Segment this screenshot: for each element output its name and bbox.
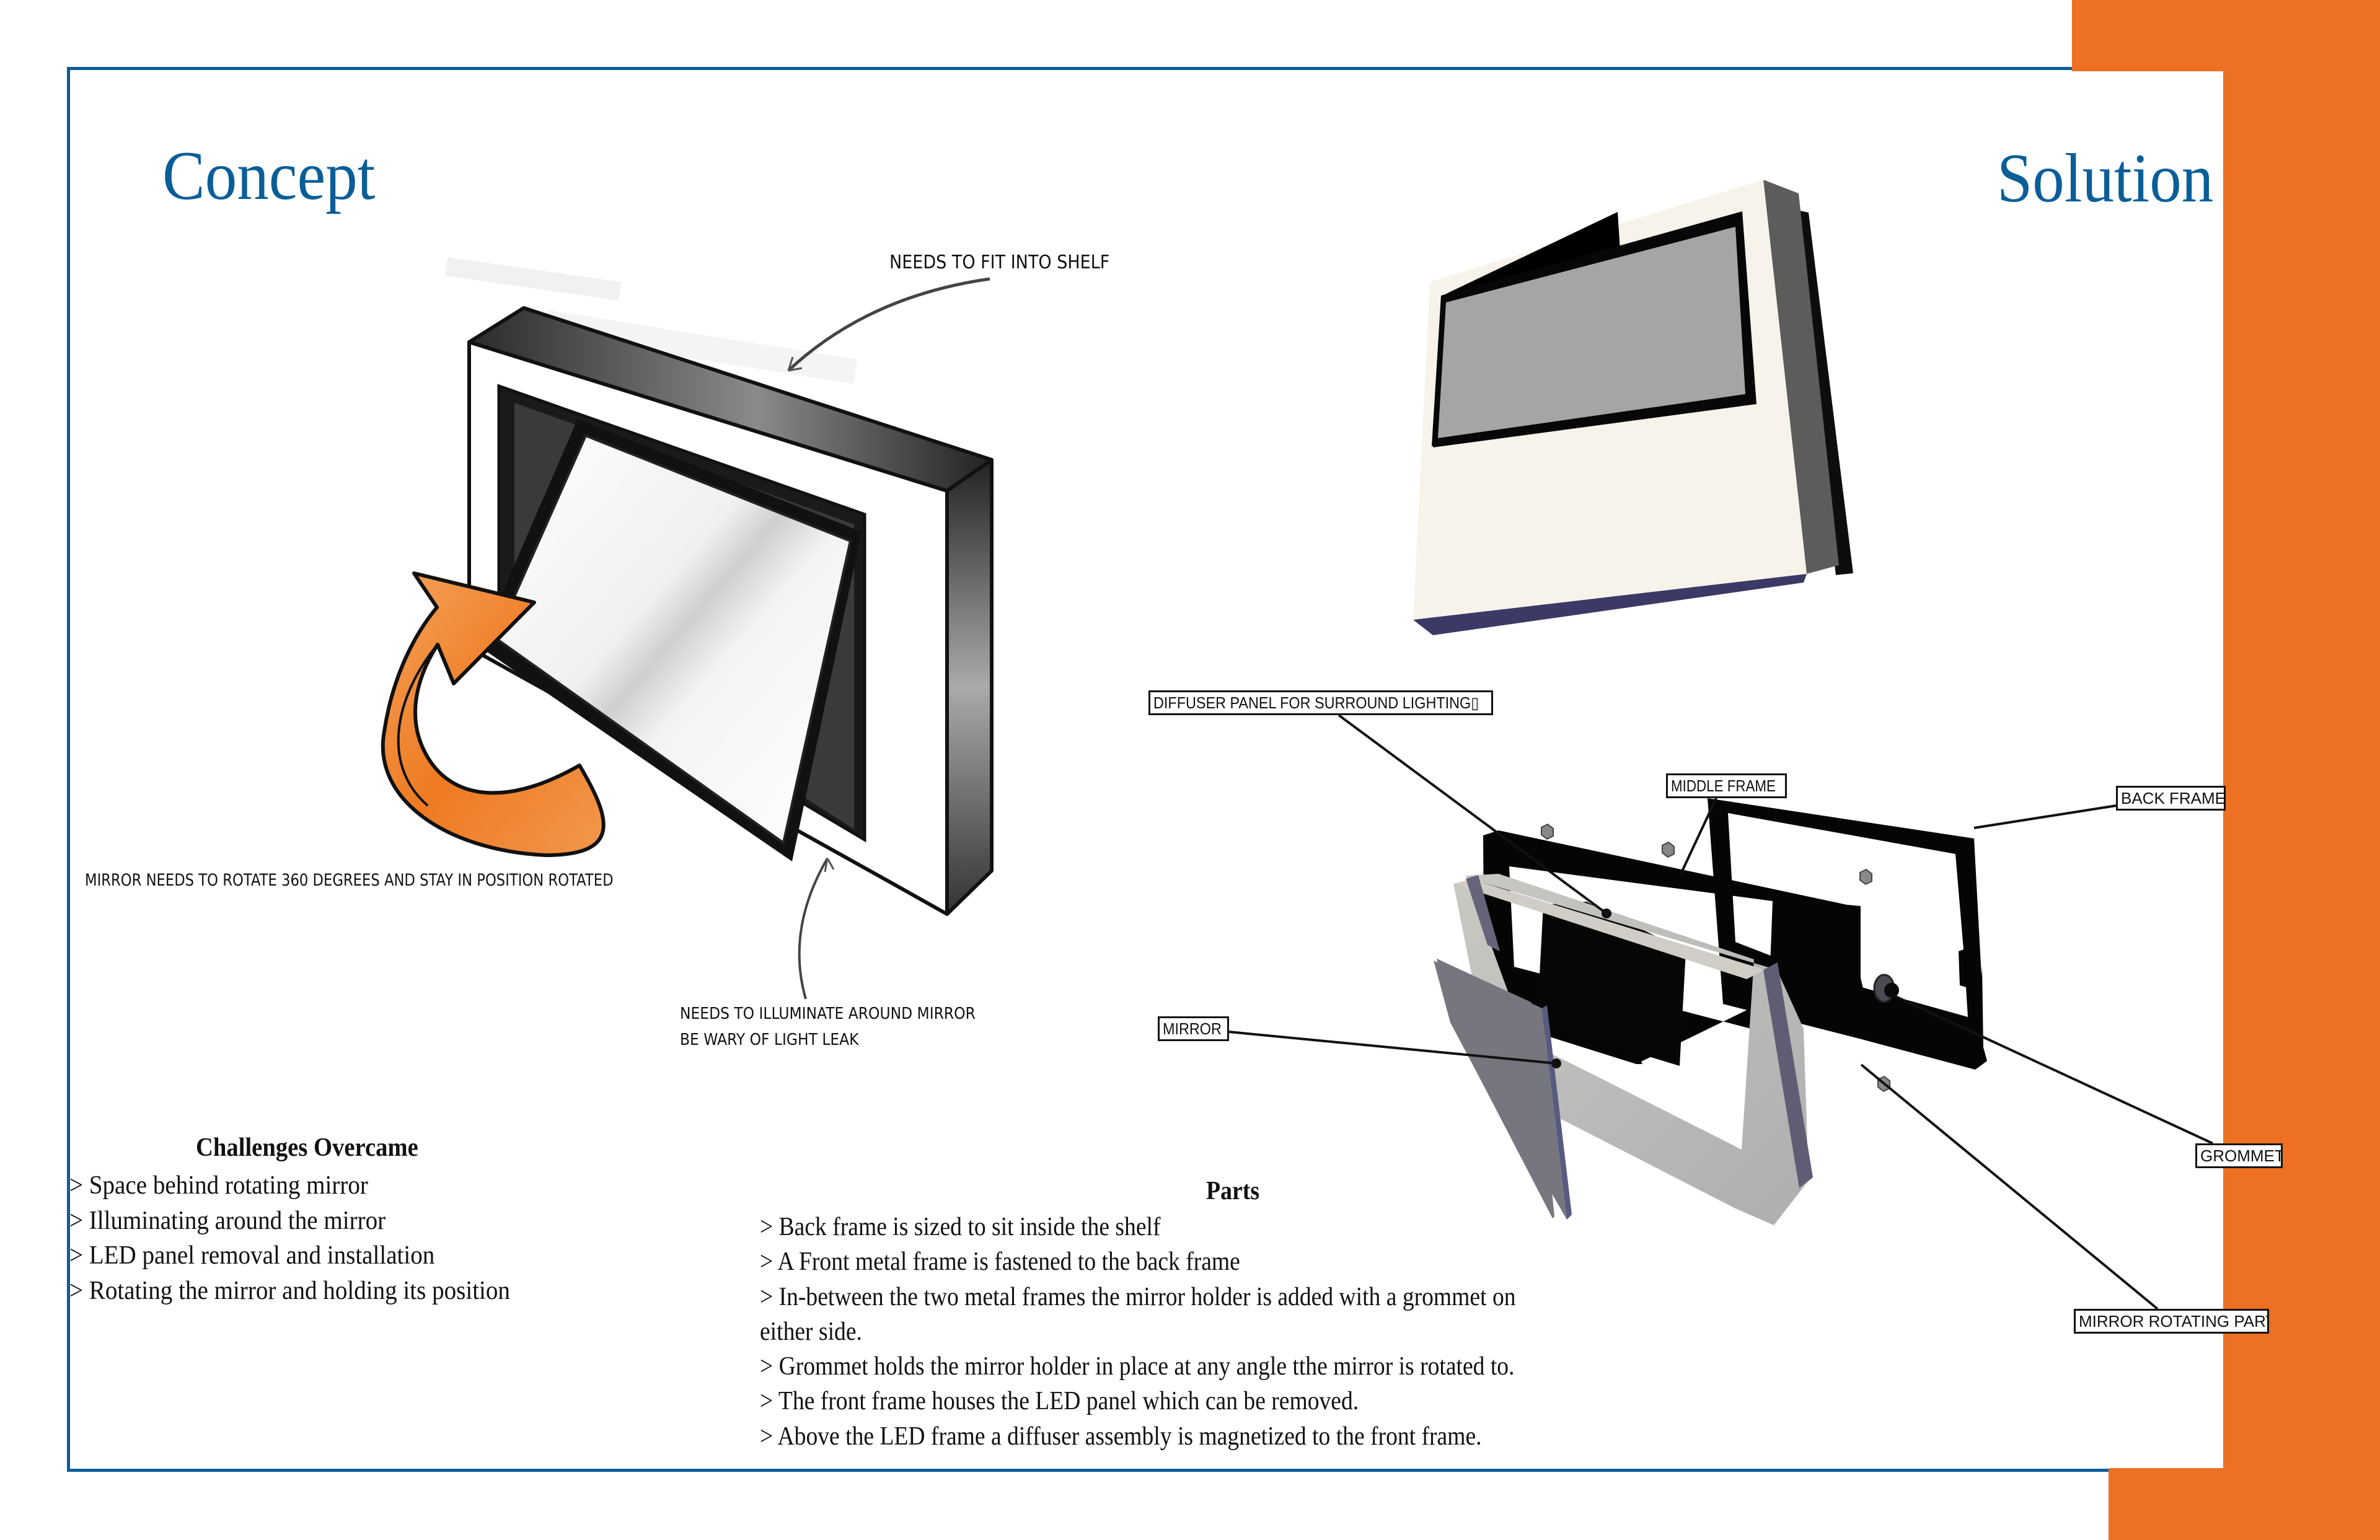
callout-grommet: GROMMET [2195,1143,2283,1168]
list-item: > Illuminating around the mirror [69,1206,386,1235]
front-frame-side [1763,962,1813,1188]
list-item: > In-between the two metal frames the mi… [760,1282,1516,1311]
callout-diffuser-panel: DIFFUSER PANEL FOR SURROUND LIGHTING▯ [1148,690,1493,715]
render-bottom-edge [1413,574,1807,635]
page-border [67,67,2223,1472]
mirror-panel-edge [1542,1005,1572,1220]
back-frame-leader [1973,804,2117,829]
leader-lines [1228,714,2213,1310]
callout-middle-frame: MIDDLE FRAME [1666,773,1787,798]
sketch-shading [444,257,622,301]
nut-icon [1662,841,1675,858]
grommet-leader [1891,993,2213,1145]
diffuser-leader [1338,714,1608,915]
callout-back-frame: BACK FRAME▯ [2116,786,2226,811]
callout-label: MIRROR ROTATING PART [2079,1311,2269,1331]
annotation-illuminate: NEEDS TO ILLUMINATE AROUND MIRROR [680,1005,976,1023]
front-frame-top [1453,879,1765,979]
shelf-leader-arrow [787,356,803,372]
rotating-part-leader [1860,1063,2159,1310]
orange-accent-sidebar [2223,0,2380,1540]
shelf-leader-line [787,277,990,372]
grommet-knob [1884,983,1899,998]
mirror-panel-front [1437,959,1567,1220]
callout-label: DIFFUSER PANEL FOR SURROUND LIGHTING▯ [1153,693,1479,712]
annotation-rotate: MIRROR NEEDS TO ROTATE 360 DEGREES AND S… [85,871,614,890]
nut-icon [1859,868,1872,886]
callout-label: GROMMET [2200,1146,2283,1165]
illuminate-leader-line [798,857,829,1000]
list-item: > Rotating the mirror and holding its po… [69,1276,510,1305]
mirror-leader [1228,1031,1557,1065]
challenges-list: > Space behind rotating mirror > Illumin… [69,1168,543,1308]
border-cut-top [2072,66,2223,71]
mirror-frame-sketch [444,257,994,1000]
list-item: > Above the LED frame a diffuser assembl… [760,1422,1482,1451]
list-item: > A Front metal frame is fastened to the… [760,1247,1240,1277]
annotation-light-leak: BE WARY OF LIGHT LEAK [680,1031,859,1049]
front-frame-inner-side [1466,875,1500,951]
mirror-surface [494,434,852,845]
concept-title: Concept [162,138,376,214]
frame-side-edge [945,458,994,916]
render-screen [1433,211,1756,447]
nut-icon [1541,823,1554,840]
callout-mirror: MIRROR [1158,1016,1229,1041]
annotation-fit-shelf: NEEDS TO FIT INTO SHELF [889,252,1110,273]
mirror-leader-dot [1551,1058,1561,1068]
render-side [1763,180,1839,574]
callout-label: BACK FRAME▯ [2121,788,2226,807]
parts-list: > Back frame is sized to sit inside the … [760,1210,1605,1454]
middle-frame-leader [1680,798,1717,874]
list-item: > Grommet holds the mirror holder in pla… [760,1352,1515,1381]
border-cut-bottom [2109,1468,2223,1473]
illuminate-leader-arrow [824,858,835,873]
list-item: > The front frame houses the LED panel w… [760,1387,1359,1416]
callout-label: MIDDLE FRAME [1671,776,1776,795]
callout-mirror-rotating-part: MIRROR ROTATING PART [2074,1309,2269,1334]
challenges-heading: Challenges Overcame [196,1133,418,1162]
list-item: > Space behind rotating mirror [69,1171,368,1200]
solution-title: Solution [1997,140,2214,217]
render-screen-glass [1438,227,1745,438]
list-item: either side. [760,1317,862,1346]
list-item: > Back frame is sized to sit inside the … [760,1213,1161,1241]
rotate-arrow-icon [381,571,606,857]
callout-label: MIRROR [1163,1019,1222,1038]
diffuser-leader-dot [1602,909,1611,918]
parts-heading: Parts [1206,1177,1260,1205]
orange-accent-bottom [2109,1470,2380,1540]
list-item: > LED panel removal and installation [69,1241,435,1270]
